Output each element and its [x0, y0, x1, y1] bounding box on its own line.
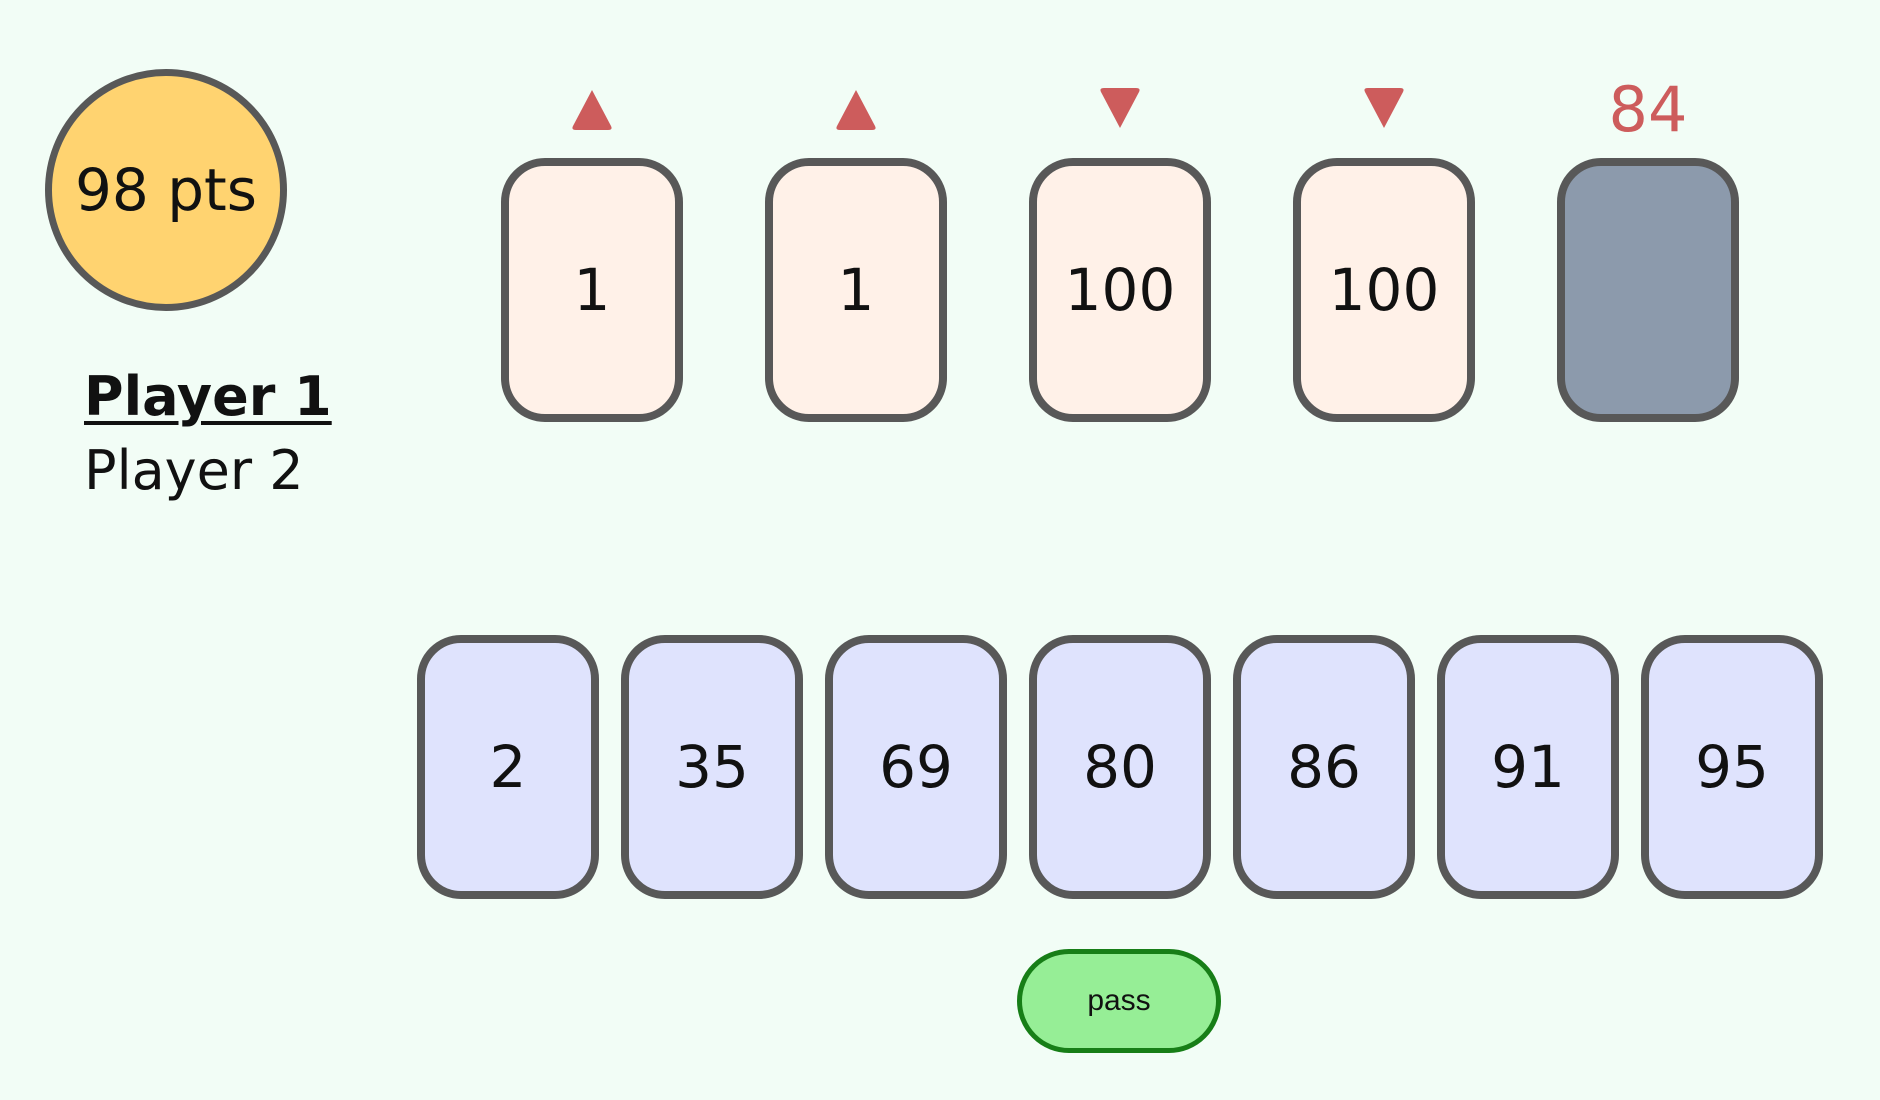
hand-card-value: 35 [675, 733, 749, 801]
pass-button[interactable]: pass [1017, 949, 1221, 1053]
ascending-pile-1[interactable]: 1 [501, 158, 683, 422]
pile-card-value: 1 [837, 256, 875, 324]
ascending-pile-2-arrow-icon [836, 90, 876, 130]
hand-card-value: 91 [1491, 733, 1565, 801]
pass-button-label: pass [1087, 984, 1151, 1017]
descending-pile-2-arrow-icon [1364, 88, 1404, 128]
ascending-pile-2[interactable]: 1 [765, 158, 947, 422]
hand-card[interactable]: 80 [1029, 635, 1211, 899]
hand-card-value: 2 [489, 733, 527, 801]
player-2-name: Player 2 [84, 439, 304, 502]
score-label: 98 pts [74, 156, 257, 224]
descending-pile-2[interactable]: 100 [1293, 158, 1475, 422]
hand-card[interactable]: 95 [1641, 635, 1823, 899]
hand-card[interactable]: 35 [621, 635, 803, 899]
player-list: Player 1 Player 2 [84, 360, 332, 508]
pile-card-value: 1 [573, 256, 611, 324]
pile-card-value: 100 [1064, 256, 1176, 324]
hand-card-value: 86 [1287, 733, 1361, 801]
hand-card[interactable]: 69 [825, 635, 1007, 899]
hand-card-value: 95 [1695, 733, 1769, 801]
descending-pile-1-arrow-icon [1100, 88, 1140, 128]
player-1-name: Player 1 [84, 365, 332, 428]
deck-count: 84 [1608, 73, 1688, 146]
hand-card-value: 80 [1083, 733, 1157, 801]
draw-deck [1557, 158, 1739, 422]
ascending-pile-1-arrow-icon [572, 90, 612, 130]
hand-card-value: 69 [879, 733, 953, 801]
score-circle: 98 pts [45, 69, 287, 311]
hand-card[interactable]: 86 [1233, 635, 1415, 899]
pile-card-value: 100 [1328, 256, 1440, 324]
hand-card[interactable]: 2 [417, 635, 599, 899]
hand-card[interactable]: 91 [1437, 635, 1619, 899]
descending-pile-1[interactable]: 100 [1029, 158, 1211, 422]
